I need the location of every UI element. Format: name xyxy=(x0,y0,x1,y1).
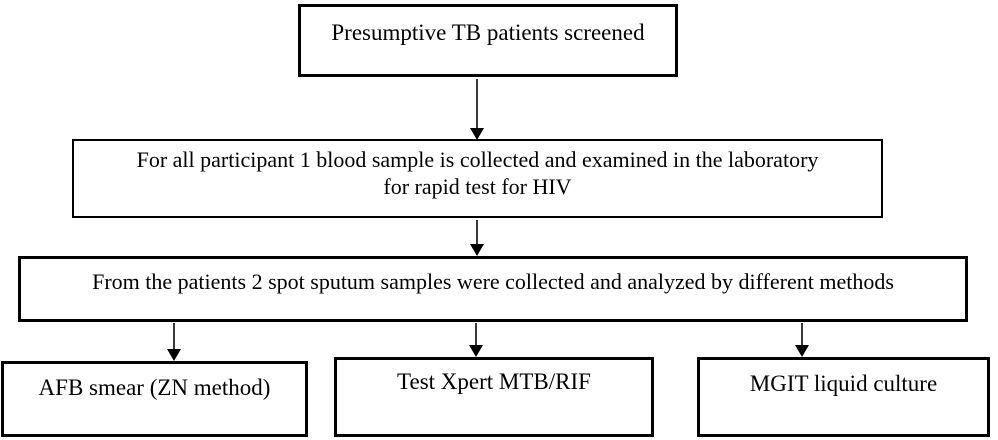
arrow-blood-to-sputum xyxy=(470,220,484,256)
node-presumptive-tb-screened: Presumptive TB patients screened xyxy=(298,4,678,77)
node-sputum-samples-collected: From the patients 2 spot sputum samples … xyxy=(18,256,968,322)
node-label-line2: for rapid test for HIV xyxy=(383,174,572,199)
node-xpert-mtb-rif: Test Xpert MTB/RIF xyxy=(334,357,654,437)
node-blood-sample-hiv-test: For all participant 1 blood sample is co… xyxy=(72,139,883,218)
node-label: Presumptive TB patients screened xyxy=(331,20,645,45)
node-label: Test Xpert MTB/RIF xyxy=(397,369,591,394)
node-mgit-liquid-culture: MGIT liquid culture xyxy=(697,357,990,437)
arrow-sputum-to-xpert xyxy=(469,323,483,357)
node-label-line1: For all participant 1 blood sample is co… xyxy=(136,147,819,172)
node-afb-smear: AFB smear (ZN method) xyxy=(1,361,308,437)
arrow-screened-to-blood xyxy=(470,79,484,140)
node-label: From the patients 2 spot sputum samples … xyxy=(92,269,894,294)
node-label: MGIT liquid culture xyxy=(749,371,938,396)
arrow-sputum-to-mgit xyxy=(795,323,809,357)
node-label: AFB smear (ZN method) xyxy=(38,375,271,400)
arrow-sputum-to-afb-smear xyxy=(167,323,181,361)
